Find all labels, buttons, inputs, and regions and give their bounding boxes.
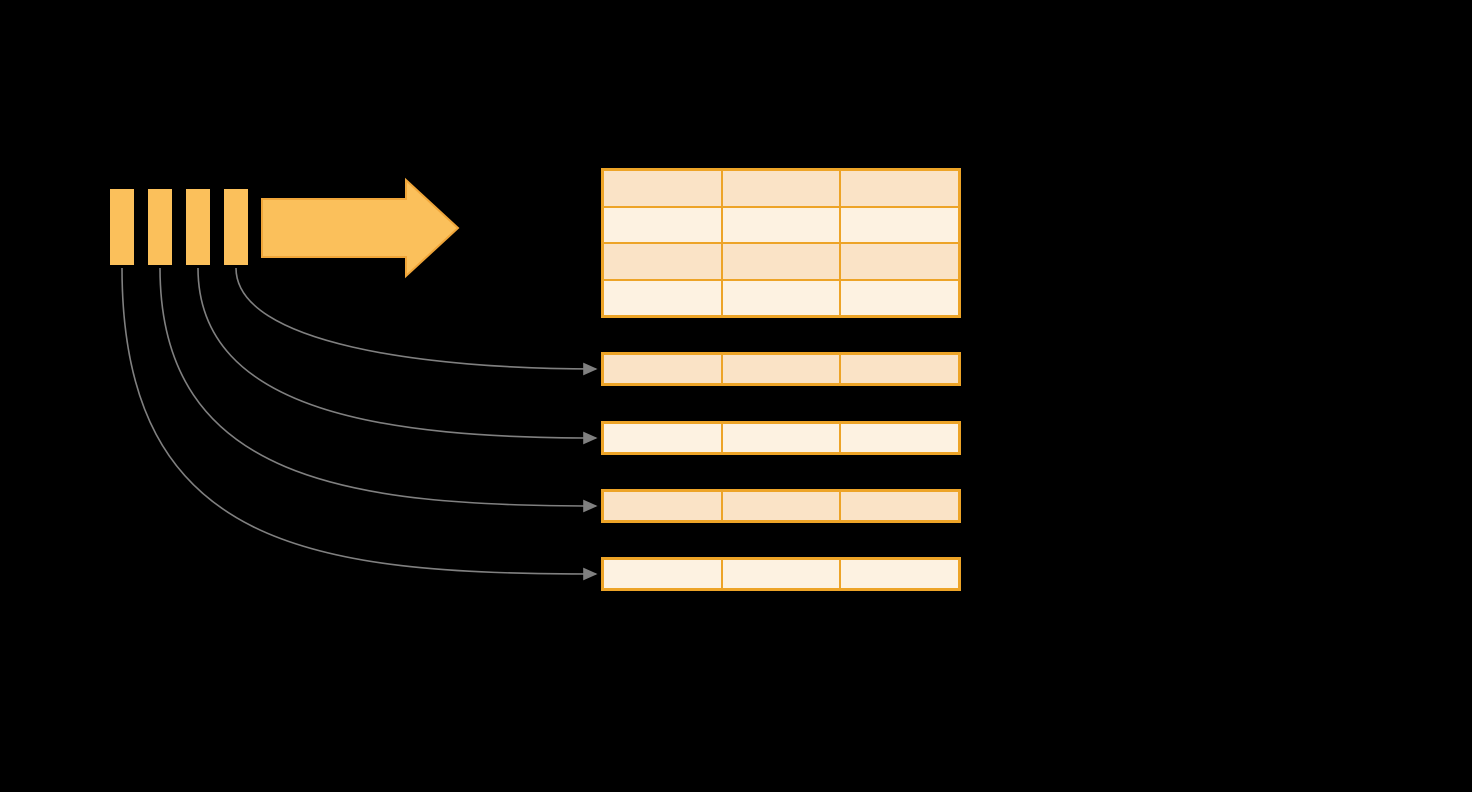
record-bar	[186, 189, 210, 265]
batch-table	[601, 168, 961, 318]
row-table-cell	[721, 559, 841, 589]
row-table-cell	[603, 559, 722, 589]
row-table-2	[601, 421, 961, 455]
batch-table-cell	[721, 170, 841, 207]
row-table-cell	[721, 354, 841, 384]
batch-table-cell	[721, 206, 841, 243]
row-table-1	[601, 352, 961, 386]
batch-table-cell	[840, 279, 959, 316]
record-bar	[110, 189, 134, 265]
row-table-cell	[840, 491, 959, 521]
row-table-cell	[721, 491, 841, 521]
row-table-cell	[840, 559, 959, 589]
connector-arrow	[197, 267, 598, 445]
batch-table-cell	[721, 243, 841, 280]
batch-table-cell	[840, 170, 959, 207]
record-bar	[148, 189, 172, 265]
row-table-cell	[603, 491, 722, 521]
flow-arrow	[261, 177, 460, 279]
batch-table-cell	[603, 206, 722, 243]
row-table-cell	[840, 423, 959, 453]
batch-table-cell	[603, 243, 722, 280]
batch-table-cell	[840, 243, 959, 280]
row-table-cell	[603, 423, 722, 453]
row-table-4	[601, 557, 961, 591]
connector-arrow	[121, 267, 598, 581]
row-table-cell	[721, 423, 841, 453]
record-bar	[224, 189, 248, 265]
batch-table-cell	[721, 279, 841, 316]
connector-arrow	[235, 267, 598, 376]
connector-arrow	[159, 267, 598, 513]
batch-table-cell	[603, 279, 722, 316]
row-table-cell	[603, 354, 722, 384]
batch-table-cell	[603, 170, 722, 207]
row-table-cell	[840, 354, 959, 384]
batch-table-cell	[840, 206, 959, 243]
row-table-3	[601, 489, 961, 523]
